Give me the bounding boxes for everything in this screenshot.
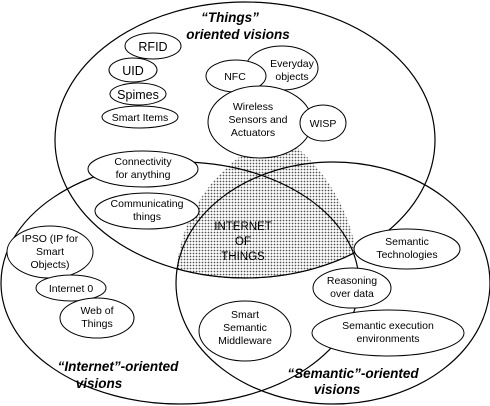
web-of-things-label-1: Web of: [80, 305, 113, 317]
reasoning-bubble: [312, 267, 392, 309]
semantic-circle: [175, 161, 490, 405]
things-title-line2: oriented visions: [186, 27, 290, 42]
semantic-tech-label-1: Semantic: [385, 236, 429, 248]
wireless-label-3: Actuators: [231, 127, 275, 139]
rfid-bubble: [124, 32, 182, 60]
middleware-label-2: Semantic: [223, 322, 267, 334]
connectivity-label-1: Connectivity: [114, 156, 172, 168]
uid-label: UID: [122, 64, 144, 78]
reasoning-label-2: over data: [330, 288, 374, 300]
wireless-label-2: Sensors and: [229, 114, 288, 126]
reasoning-label-1: Reasoning: [327, 275, 377, 287]
middleware-bubble: [198, 300, 292, 362]
internet0-label: Internet 0: [49, 283, 94, 295]
spimes-label: Spimes: [117, 88, 159, 102]
communicating-bubble: [94, 192, 200, 230]
web-of-things-label-2: Things: [81, 318, 113, 330]
nfc-label: NFC: [224, 71, 246, 83]
communicating-label-2: things: [133, 211, 161, 223]
internet-title-line1: “Internet”-oriented: [58, 359, 180, 374]
execution-env-label-1: Semantic execution: [342, 320, 434, 332]
web-of-things-bubble: [59, 297, 135, 339]
things-circle: [54, 1, 436, 279]
middleware-label-1: Smart: [231, 309, 259, 321]
center-label-2: OF: [235, 236, 251, 248]
execution-env-label-2: environments: [356, 333, 419, 345]
ipso-label-1: IPSO (IP for: [22, 233, 79, 245]
connectivity-bubble: [87, 150, 199, 188]
center-label-3: THINGS: [221, 251, 265, 263]
rfid-label: RFID: [138, 40, 167, 54]
spimes-bubble: [109, 82, 167, 106]
wisp-label: WISP: [310, 118, 337, 130]
communicating-label-1: Communicating: [111, 198, 184, 210]
internet0-bubble: [35, 274, 107, 302]
semantic-tech-label-2: Technologies: [376, 249, 437, 261]
ipso-label-3: Objects): [30, 259, 69, 271]
smart-items-label: Smart Items: [112, 112, 169, 124]
ipso-label-2: Smart: [36, 246, 64, 258]
things-title-line1: “Things”: [201, 10, 259, 25]
uid-bubble: [108, 57, 158, 83]
semantic-title-line1: “Semantic”-oriented: [287, 366, 419, 381]
center-label-1: INTERNET: [214, 221, 272, 233]
smart-items-bubble: [101, 105, 179, 129]
semantic-tech-bubble: [353, 228, 461, 270]
wireless-label-1: Wireless: [233, 101, 273, 113]
connectivity-label-2: for anything: [116, 169, 171, 181]
middleware-label-3: Middleware: [218, 335, 272, 347]
semantic-title-line2: visions: [314, 382, 361, 397]
execution-env-bubble: [311, 309, 465, 357]
everyday-label-2: objects: [275, 71, 308, 83]
everyday-label-1: Everyday: [270, 58, 315, 70]
internet-title-line2: visions: [76, 376, 123, 391]
wisp-bubble: [299, 104, 347, 142]
